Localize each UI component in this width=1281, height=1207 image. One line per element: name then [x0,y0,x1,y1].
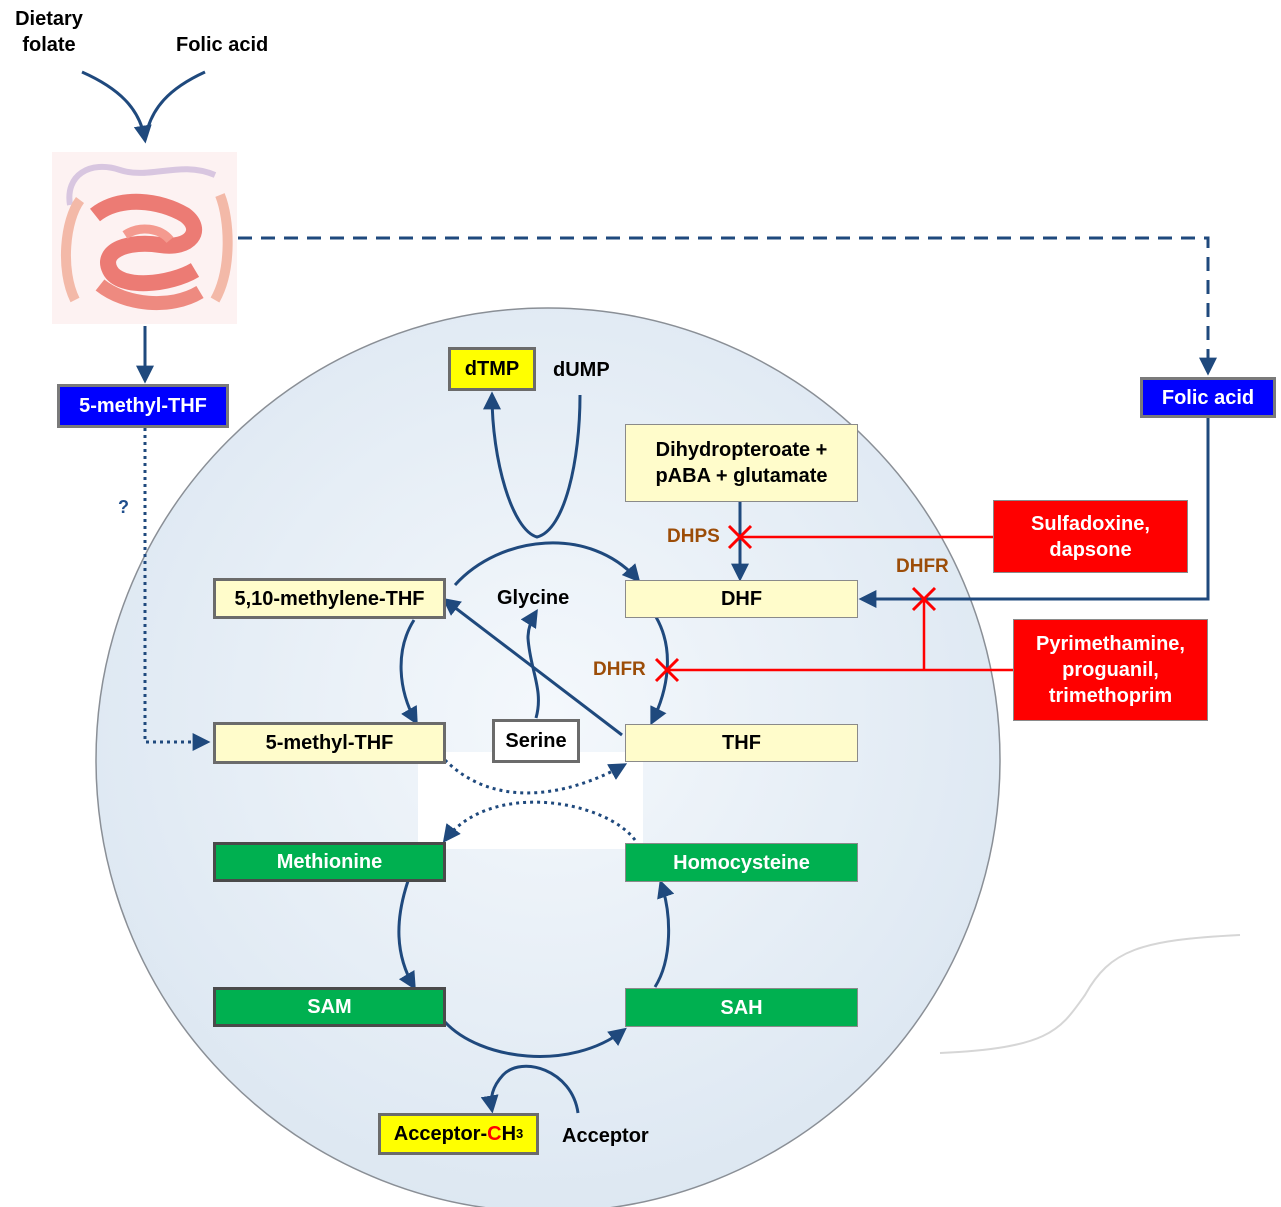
decorative-curve [939,934,1241,1054]
sam-to-sah-arc [443,1020,627,1058]
dhfr-lower-enzyme-label: DHFR [593,659,646,680]
acceptor-ch3-subscript: 3 [516,1125,524,1141]
methyl-thf-box: 5-methyl-THF [213,722,446,764]
methionine-to-sam-arc [397,880,416,991]
pyrimethamine-drugs-box: Pyrimethamine, proguanil, trimethoprim [1013,619,1208,721]
dihydropteroate-box: Dihydropteroate + pABA + glutamate [625,424,858,502]
folic-acid-extracellular-box: Folic acid [1140,377,1276,418]
dhps-block-x [727,524,753,550]
methylene-thf-box: 5,10-methylene-THF [213,578,446,619]
sah-to-homocysteine-arc [653,879,675,988]
methylene-to-methylthf-arc [399,619,418,726]
acceptor-label: Acceptor [562,1125,649,1147]
intake-arrow [143,70,206,141]
dtmp-box: dTMP [448,347,536,391]
homocysteine-box: Homocysteine [625,843,858,882]
methylene-to-dhf-arc [453,541,641,587]
dump-dtmp-arrow [483,391,582,539]
methionine-box: Methionine [213,842,446,882]
sulfa-drugs-box: Sulfadoxine, dapsone [993,500,1188,573]
dhfr-lower-block-x [654,657,680,683]
homocysteine-to-methionine-dotted [442,800,637,843]
acceptor-methylation-arrow [480,1064,580,1114]
acceptor-ch3-prefix: Acceptor- [393,1123,488,1145]
methyl-thf-extracellular-box: 5-methyl-THF [57,384,229,428]
serine-to-glycine-arrow [520,608,540,719]
sam-box: SAM [213,987,446,1027]
small-intestine-icon [52,152,237,324]
dhfr-upper-block-x [911,586,937,612]
dhps-enzyme-label: DHPS [667,526,720,547]
glycine-label: Glycine [497,587,570,609]
gut-to-folic-acid-dashed [238,236,1217,376]
serine-box: Serine [492,719,580,763]
acceptor-ch3-hydrogen: H [501,1123,517,1145]
thf-box: THF [625,724,858,762]
folic-acid-intake-label: Folic acid [176,34,269,56]
dhf-box: DHF [625,580,858,618]
sah-box: SAH [625,988,858,1027]
pyrimethamine-inhibition-line [665,599,1013,672]
intake-arrow [81,70,152,144]
unknown-transport-label: ? [118,497,129,517]
folic-acid-to-dhf-arrow [858,418,1210,608]
dump-label: dUMP [553,359,610,381]
dhfr-upper-enzyme-label: DHFR [896,556,949,577]
acceptor-ch3-carbon: C [487,1123,502,1145]
dietary-folate-label: Dietary folate [15,8,83,56]
